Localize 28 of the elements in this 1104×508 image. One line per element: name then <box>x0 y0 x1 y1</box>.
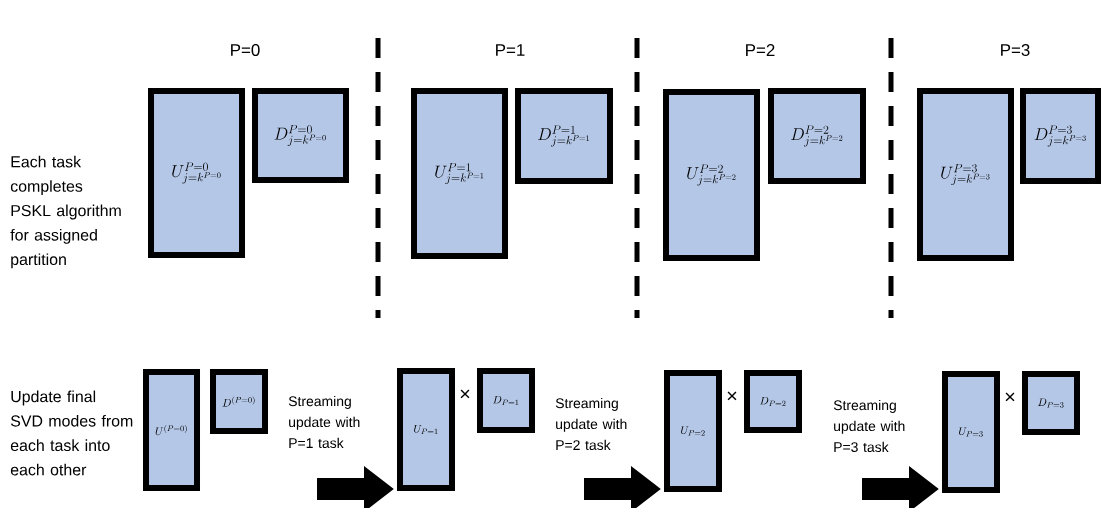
matrix-box: $D^{P=2}_{j=k^{P=2}}$ <box>768 88 866 184</box>
matrix-box: $D^{P=1}_{j=k^{P=1}}$ <box>515 88 613 184</box>
matrix-box: $D_{P=1}$ <box>477 368 535 433</box>
matrix-box: $D_{P=3}$ <box>1022 371 1080 435</box>
multiply-sign: × <box>1005 392 1015 402</box>
matrix-box: $D^{P=3}_{j=k^{P=3}}$ <box>1020 88 1101 184</box>
column-heading: P=3 <box>1001 44 1030 56</box>
matrix-box: $U^{P=2}_{j=k^{P=2}}$ <box>663 89 760 261</box>
multiply-sign: × <box>727 391 737 401</box>
matrix-box: $U^{P=0}_{j=k^{P=0}}$ <box>148 88 245 258</box>
column-heading: P=0 <box>231 44 260 56</box>
matrix-box: $D^{(P=0)}$ <box>210 369 268 434</box>
multiply-sign: × <box>460 389 470 399</box>
matrix-box: $D_{P=2}$ <box>744 370 802 433</box>
matrix-box: $U^{P=1}_{j=k^{P=1}}$ <box>411 88 508 259</box>
matrix-box: $U^{(P=0)}$ <box>143 369 200 491</box>
matrix-box: $D^{P=0}_{j=k^{P=0}}$ <box>252 88 349 183</box>
row-description: Each task completes PSKL algorithm for assigned partition <box>10 155 121 269</box>
column-heading: P=1 <box>496 44 525 56</box>
edge-label: Streaming update with P=2 task <box>555 397 627 451</box>
row-description: Update final SVD modes from each task into each other <box>10 390 133 476</box>
edge-label: Streaming update with P=1 task <box>288 395 360 449</box>
matrix-box: $U_{P=3}$ <box>942 371 1000 493</box>
matrix-box: $U^{P=3}_{j=k^{P=3}}$ <box>917 88 1014 261</box>
matrix-box: $U_{P=2}$ <box>664 370 722 492</box>
edge-label: Streaming update with P=3 task <box>833 399 905 453</box>
matrix-box: $U_{P=1}$ <box>397 368 455 491</box>
column-heading: P=2 <box>746 44 775 56</box>
